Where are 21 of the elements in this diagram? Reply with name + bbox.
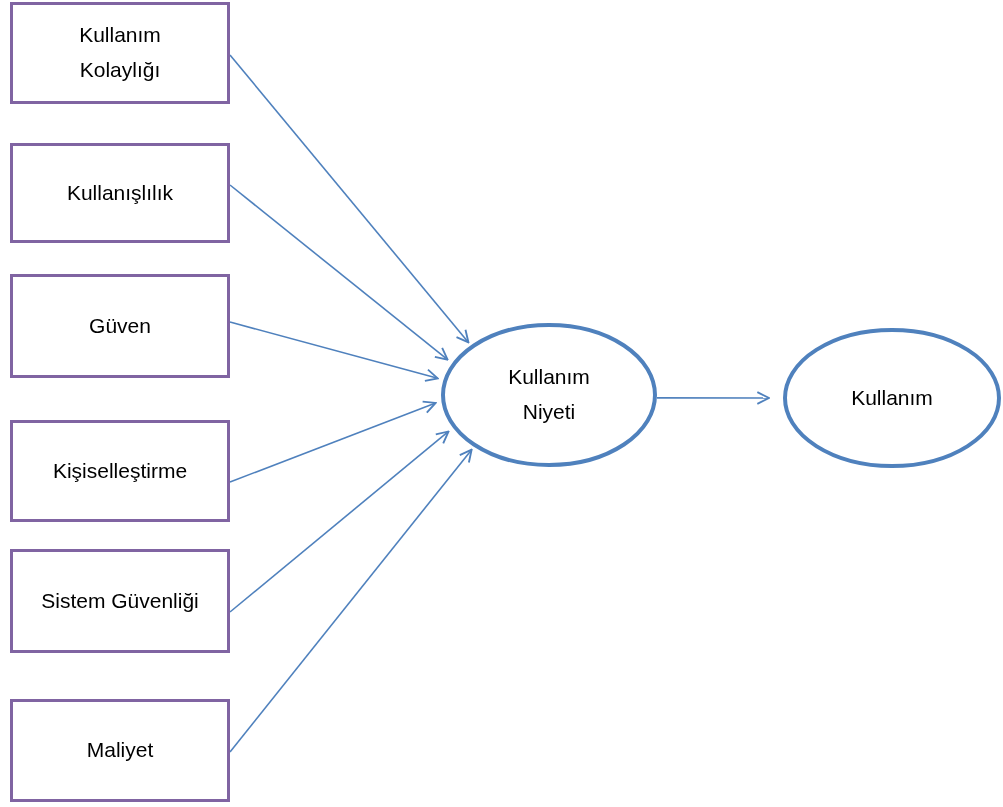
factor-box: [10, 699, 230, 802]
arrow: [229, 430, 450, 613]
arrow: [229, 400, 437, 483]
node-label: Kullanım Niyeti: [507, 364, 591, 425]
arrow: [229, 54, 470, 344]
node-label: Güven: [89, 312, 151, 339]
node-label: Kullanım: [851, 384, 933, 411]
arrow: [656, 391, 770, 405]
arrow: [229, 321, 439, 382]
node-label: Sistem Güvenliği: [41, 587, 199, 614]
node-label: Kullanışlılık: [66, 179, 174, 206]
arrow: [229, 184, 449, 361]
factor-box: [10, 143, 230, 243]
factor-box: [10, 549, 230, 653]
node-label: Kullanım Kolaylığı: [78, 22, 162, 83]
node-label: Maliyet: [86, 737, 154, 764]
arrow: [229, 448, 473, 753]
factor-box: [10, 420, 230, 522]
node-label: Kişiselleştirme: [52, 457, 188, 484]
factor-box: [10, 274, 230, 378]
factor-box: [10, 2, 230, 104]
